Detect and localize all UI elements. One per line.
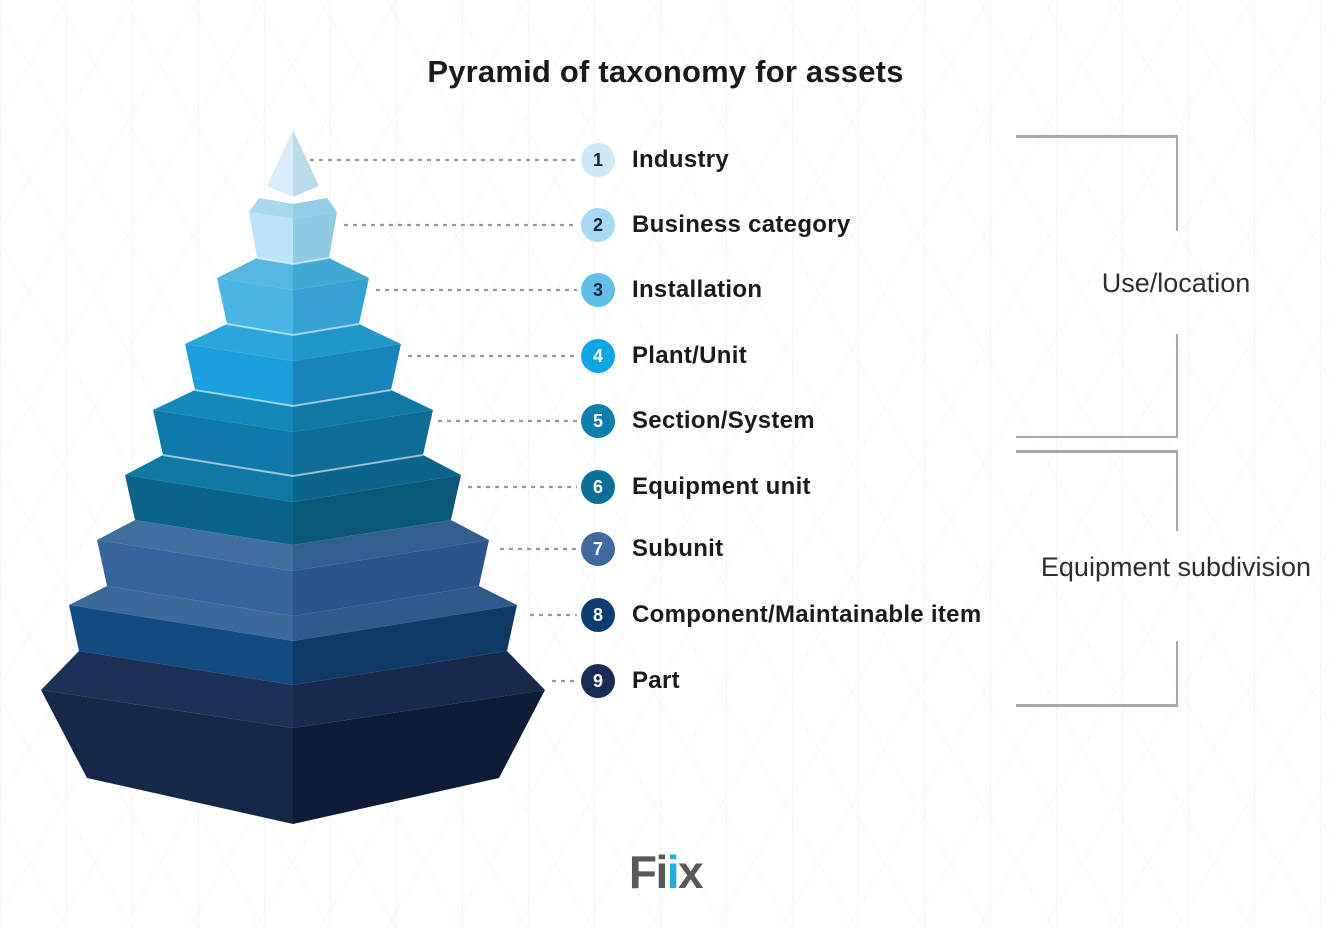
pyramid-layer-3 bbox=[217, 258, 293, 290]
level-badge: 6 bbox=[581, 470, 615, 504]
bracket-line bbox=[1175, 135, 1178, 231]
level-badge: 5 bbox=[581, 404, 615, 438]
pyramid-layer-2 bbox=[293, 212, 337, 264]
logo-letter: x bbox=[678, 846, 704, 898]
group-label-equipment-subdivision: Equipment subdivision bbox=[1040, 552, 1312, 582]
level-row: 9 Part bbox=[581, 664, 680, 698]
group-label-use-location: Use/location bbox=[1101, 268, 1251, 298]
level-badge: 7 bbox=[581, 532, 615, 566]
pyramid-layer-4 bbox=[185, 324, 293, 361]
level-row: 6 Equipment unit bbox=[581, 470, 811, 504]
brand-logo: Fiix bbox=[0, 846, 1331, 898]
level-label: Part bbox=[632, 667, 680, 694]
pyramid-layer-9 bbox=[293, 690, 545, 824]
level-row: 3 Installation bbox=[581, 273, 762, 307]
level-badge: 1 bbox=[581, 143, 615, 177]
level-label: Section/System bbox=[632, 407, 815, 434]
bracket-line bbox=[1016, 450, 1178, 453]
pyramid-layer-7 bbox=[97, 520, 293, 571]
level-label: Industry bbox=[632, 146, 730, 173]
dotted-leader-line bbox=[162, 454, 424, 478]
level-row: 8 Component/Maintainable item bbox=[581, 598, 981, 632]
pyramid-layer-1 bbox=[293, 130, 319, 197]
pyramid-layer-6 bbox=[125, 455, 293, 502]
level-label: Subunit bbox=[632, 535, 724, 562]
dotted-leader-line bbox=[226, 323, 360, 337]
level-badge: 3 bbox=[581, 273, 615, 307]
level-row: 5 Section/System bbox=[581, 404, 815, 438]
level-label: Installation bbox=[632, 276, 763, 303]
pyramid-layer-7 bbox=[293, 520, 489, 571]
bracket-line bbox=[1016, 704, 1178, 707]
pyramid-layer-9 bbox=[41, 651, 293, 728]
level-badge: 2 bbox=[581, 208, 615, 242]
level-row: 1 Industry bbox=[581, 143, 729, 177]
level-label: Component/Maintainable item bbox=[632, 601, 982, 628]
bracket-line bbox=[1175, 641, 1178, 706]
pyramid-layer-4 bbox=[293, 344, 401, 406]
bracket-line bbox=[1016, 135, 1178, 138]
pyramid-layer-1 bbox=[267, 130, 293, 197]
pyramid-layer-6 bbox=[125, 475, 293, 545]
pyramid-layer-5 bbox=[293, 410, 433, 476]
pyramid-layer-8 bbox=[69, 605, 293, 685]
bracket-line bbox=[1016, 435, 1178, 438]
pyramid-layer-8 bbox=[293, 586, 517, 641]
pyramid-layer-3 bbox=[293, 258, 369, 290]
level-row: 2 Business category bbox=[581, 208, 851, 242]
dotted-leader-line bbox=[256, 257, 330, 266]
level-label: Business category bbox=[632, 211, 851, 238]
pyramid-layer-7 bbox=[293, 540, 489, 616]
pyramid-layer-6 bbox=[293, 475, 461, 545]
logo-letter: F bbox=[628, 846, 657, 898]
pyramid-layer-9 bbox=[41, 690, 293, 824]
pyramid-layer-3 bbox=[293, 278, 369, 335]
pyramid-layer-3 bbox=[217, 278, 293, 335]
level-badge: 8 bbox=[581, 598, 615, 632]
dotted-leader-line bbox=[194, 389, 392, 408]
logo-letter: i bbox=[655, 846, 668, 898]
level-label: Plant/Unit bbox=[632, 342, 747, 369]
pyramid-layer-4 bbox=[293, 324, 401, 361]
pyramid-layer-4 bbox=[185, 344, 293, 406]
bracket-line bbox=[1175, 334, 1178, 438]
page-title: Pyramid of taxonomy for assets bbox=[427, 54, 904, 89]
pyramid-layer-5 bbox=[153, 410, 293, 476]
pyramid-layer-7 bbox=[97, 540, 293, 616]
level-row: 7 Subunit bbox=[581, 532, 723, 566]
pyramid-layer-2 bbox=[249, 212, 293, 264]
pyramid-layer-9 bbox=[293, 651, 545, 728]
pyramid-layer-8 bbox=[69, 586, 293, 641]
pyramid-layer-6 bbox=[293, 455, 461, 502]
pyramid-graphic bbox=[41, 130, 577, 824]
logo-letter-accent: i bbox=[666, 846, 680, 898]
level-badge: 4 bbox=[581, 339, 615, 373]
bracket-line bbox=[1175, 450, 1178, 531]
pyramid-layer-8 bbox=[293, 605, 517, 685]
level-label: Equipment unit bbox=[632, 473, 811, 500]
level-row: 4 Plant/Unit bbox=[581, 339, 747, 373]
level-badge: 9 bbox=[581, 664, 615, 698]
